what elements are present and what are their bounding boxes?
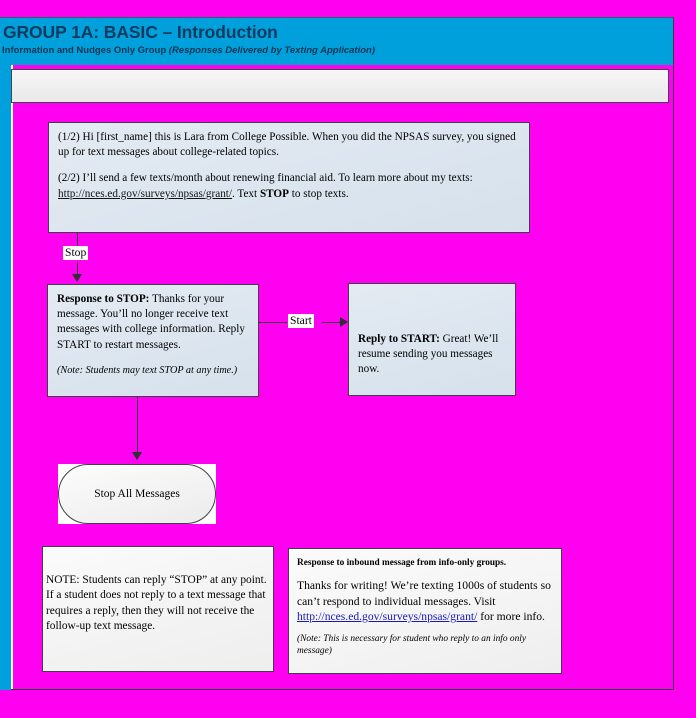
- start-box-body: Great! We’ll resume sending you messages…: [358, 333, 499, 376]
- connector-stop-to-stop-all: [137, 397, 138, 455]
- page-title: GROUP 1A: BASIC – Introduction: [3, 22, 278, 42]
- inbound-heading: Response to inbound message from info-on…: [297, 558, 507, 568]
- inbound-response-box: Response to inbound message from info-on…: [288, 548, 562, 674]
- slide-bottom-rule: [11, 689, 669, 690]
- arrowhead-to-stop-box: [72, 274, 82, 282]
- page-subtitle-main: Information and Nudges Only Group: [2, 45, 167, 56]
- stop-all-messages-label: Stop All Messages: [94, 488, 180, 500]
- connector-intro-to-stop: [77, 233, 78, 249]
- arrowhead-to-stop-all: [132, 452, 142, 460]
- inbound-body-lead: Thanks for writing! We’re texting 1000s …: [297, 579, 551, 608]
- stop-all-messages-terminator: Stop All Messages: [58, 464, 216, 524]
- left-accent-rail: [0, 17, 11, 690]
- intro-part-2: (2/2) I’ll send a few texts/month about …: [58, 171, 520, 201]
- intro-part-2-lead: (2/2) I’ll send a few texts/month about …: [58, 172, 473, 185]
- stop-box-label: Response to STOP:: [57, 293, 150, 305]
- arrowhead-to-start-box: [340, 317, 348, 327]
- slide-header: GROUP 1A: BASIC – Introduction Informati…: [0, 17, 673, 65]
- start-box-label: Reply to START:: [358, 333, 440, 345]
- edge-label-stop: Stop: [63, 246, 89, 260]
- stop-box-body: Thanks for your message. You’ll no longe…: [57, 293, 245, 351]
- inbound-body-tail: for more info.: [477, 610, 545, 624]
- empty-content-band: [11, 69, 669, 103]
- edge-label-start: Start: [288, 314, 314, 328]
- page-subtitle: Information and Nudges Only Group (Respo…: [2, 45, 375, 56]
- start-box-text: Reply to START: Great! We’ll resume send…: [358, 332, 506, 378]
- intro-part-1: (1/2) Hi [first_name] this is Lara from …: [58, 131, 516, 159]
- inbound-note: (Note: This is necessary for student who…: [297, 633, 527, 657]
- intro-message-box: (1/2) Hi [first_name] this is Lara from …: [48, 122, 530, 233]
- npsas-grant-link[interactable]: http://nces.ed.gov/surveys/npsas/grant/: [58, 187, 233, 200]
- connector-stop-to-start-left: [259, 322, 287, 323]
- page-subtitle-parenthetical: (Responses Delivered by Texting Applicat…: [168, 45, 376, 56]
- note-box: NOTE: Students can reply “STOP” at any p…: [42, 546, 274, 672]
- note-box-text: NOTE: Students can reply “STOP” at any p…: [46, 574, 267, 633]
- intro-part-2-mid: . Text: [232, 187, 260, 200]
- response-to-stop-box: Response to STOP: Thanks for your messag…: [47, 284, 259, 397]
- connector-stop-label-to-box: [77, 262, 78, 276]
- stop-keyword: STOP: [259, 187, 289, 200]
- stop-box-note: (Note: Students may text STOP at any tim…: [57, 364, 238, 376]
- stop-box-text: Response to STOP: Thanks for your messag…: [57, 292, 249, 353]
- reply-to-start-box: Reply to START: Great! We’ll resume send…: [348, 283, 516, 396]
- inbound-body: Thanks for writing! We’re texting 1000s …: [297, 578, 553, 625]
- connector-stop-to-start-right: [322, 322, 342, 323]
- left-accent-rail-edge: [11, 17, 13, 690]
- inbound-npsas-grant-link[interactable]: http://nces.ed.gov/surveys/npsas/grant/: [297, 610, 478, 624]
- intro-part-2-tail: to stop texts.: [288, 187, 349, 200]
